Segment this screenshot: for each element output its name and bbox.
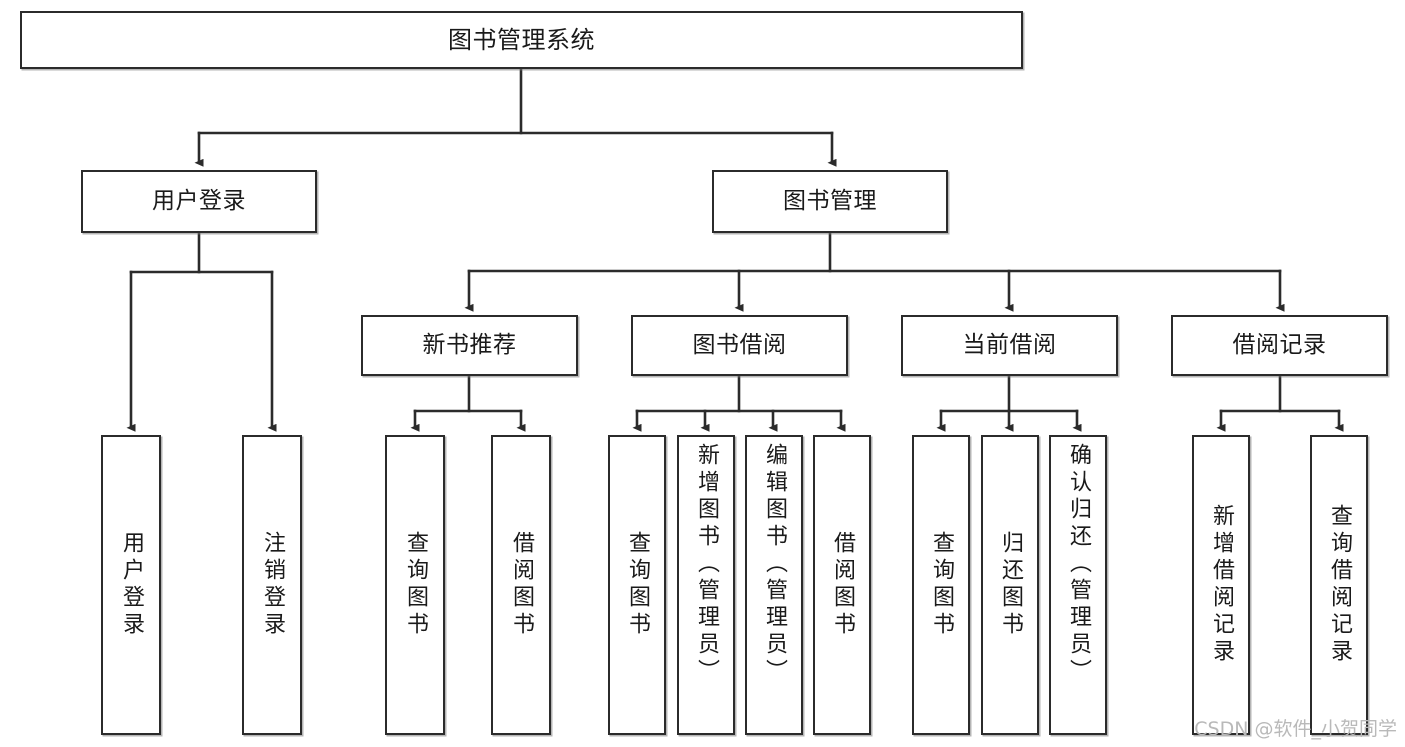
node-current-borrow-label: 当前借阅 — [962, 331, 1057, 358]
node-leaf-query-book-2-label: 查询图书 — [625, 531, 650, 639]
node-leaf-borrow-book-2-label: 借阅图书 — [830, 531, 855, 639]
node-leaf-add-book-label: 新增图书（管理员） — [694, 443, 719, 686]
node-leaf-query-record[interactable]: 查询借阅记录 — [1310, 435, 1368, 735]
node-leaf-confirm-return[interactable]: 确认归还（管理员） — [1049, 435, 1107, 735]
node-leaf-return-book-label: 归还图书 — [998, 531, 1023, 639]
node-new-book-recommend[interactable]: 新书推荐 — [361, 315, 578, 376]
node-user-login[interactable]: 用户登录 — [81, 170, 317, 233]
node-user-login-label: 用户登录 — [152, 187, 246, 214]
node-borrow-record[interactable]: 借阅记录 — [1171, 315, 1388, 376]
node-leaf-edit-book-label: 编辑图书（管理员） — [762, 443, 787, 686]
node-leaf-borrow-book-1-label: 借阅图书 — [509, 531, 534, 639]
node-borrow-record-label: 借阅记录 — [1232, 331, 1327, 358]
node-leaf-confirm-return-label: 确认归还（管理员） — [1066, 443, 1091, 686]
node-book-manage-label: 图书管理 — [783, 187, 877, 214]
node-book-borrow-label: 图书借阅 — [692, 331, 787, 358]
node-leaf-user-logout[interactable]: 注销登录 — [242, 435, 302, 735]
node-book-borrow[interactable]: 图书借阅 — [631, 315, 848, 376]
node-leaf-borrow-book-1[interactable]: 借阅图书 — [491, 435, 551, 735]
node-leaf-user-login[interactable]: 用户登录 — [101, 435, 161, 735]
watermark-text: CSDN @软件_小贺同学 — [1194, 718, 1397, 740]
node-root-label: 图书管理系统 — [448, 25, 595, 54]
node-leaf-query-book-3-label: 查询图书 — [929, 531, 954, 639]
node-leaf-add-record-label: 新增借阅记录 — [1209, 504, 1234, 666]
node-leaf-query-record-label: 查询借阅记录 — [1327, 504, 1352, 666]
node-leaf-query-book-1[interactable]: 查询图书 — [385, 435, 445, 735]
node-leaf-borrow-book-2[interactable]: 借阅图书 — [813, 435, 871, 735]
node-root[interactable]: 图书管理系统 — [20, 11, 1023, 69]
node-leaf-query-book-2[interactable]: 查询图书 — [608, 435, 666, 735]
node-book-manage[interactable]: 图书管理 — [712, 170, 948, 233]
node-new-book-recommend-label: 新书推荐 — [422, 331, 517, 358]
node-leaf-user-login-label: 用户登录 — [119, 531, 144, 639]
node-leaf-query-book-1-label: 查询图书 — [403, 531, 428, 639]
node-leaf-query-book-3[interactable]: 查询图书 — [912, 435, 970, 735]
node-leaf-user-logout-label: 注销登录 — [260, 531, 285, 639]
node-leaf-return-book[interactable]: 归还图书 — [981, 435, 1039, 735]
node-leaf-add-record[interactable]: 新增借阅记录 — [1192, 435, 1250, 735]
node-leaf-add-book[interactable]: 新增图书（管理员） — [677, 435, 735, 735]
node-current-borrow[interactable]: 当前借阅 — [901, 315, 1118, 376]
node-leaf-edit-book[interactable]: 编辑图书（管理员） — [745, 435, 803, 735]
